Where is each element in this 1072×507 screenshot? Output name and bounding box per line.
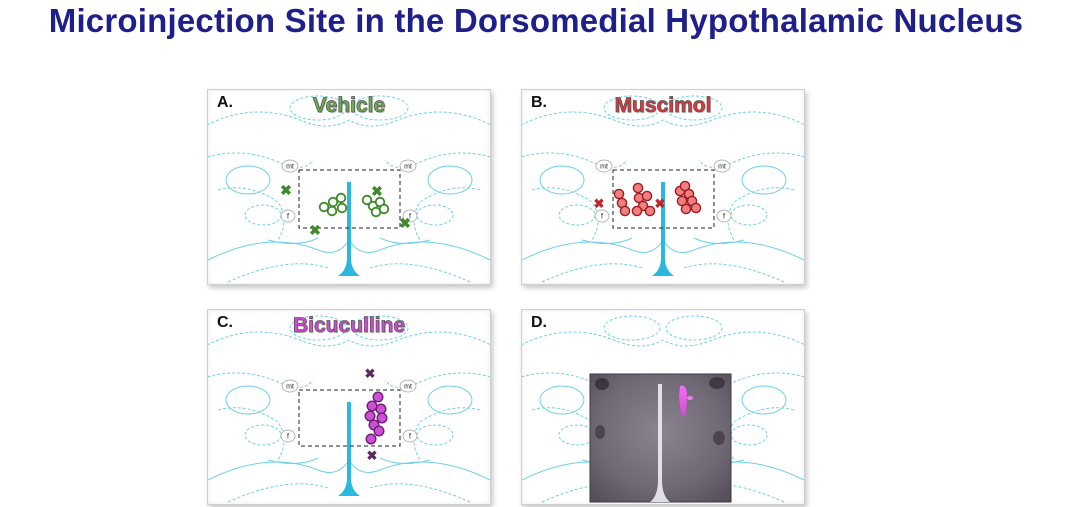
injection-site-hit: [370, 206, 382, 218]
injection-site-hit: [326, 205, 338, 217]
figure-title: Microinjection Site in the Dorsomedial H…: [48, 2, 1024, 39]
region-label-f: f: [287, 434, 289, 441]
panel-letter: D.: [531, 314, 547, 331]
brain-atlas-outline: mt mt f f: [208, 95, 490, 283]
injection-site-miss: ✖: [309, 222, 321, 238]
panel-muscimol: mt mt f f ✖ ✖ B. Muscimol: [521, 89, 805, 285]
injection-site-miss: ✖: [365, 366, 376, 381]
injection-site-hit: [336, 202, 348, 214]
svg-text:✖: ✖: [371, 183, 383, 199]
dmh-boundary-box: [298, 169, 401, 229]
injection-site-hit: [365, 433, 377, 445]
panel-bicuculline: mt mt f f ✖ ✖ C. Bicuculline: [207, 309, 491, 505]
injection-site-hit: [619, 205, 631, 217]
region-label-mt: mt: [404, 384, 412, 391]
injection-site-hit: [690, 202, 702, 214]
region-label-f: f: [409, 214, 411, 221]
injection-site-miss: ✖: [280, 182, 292, 198]
svg-text:✖: ✖: [399, 215, 411, 231]
panel-letter: C.: [217, 314, 233, 331]
svg-text:✖: ✖: [594, 196, 605, 211]
injection-site-hit: [632, 182, 644, 194]
injection-site-hit: [641, 190, 653, 202]
svg-text:✖: ✖: [367, 448, 378, 463]
brain-atlas-outline: mt mt f f: [522, 95, 804, 283]
injection-site-hit: [318, 201, 330, 213]
injection-markers: ✖ ✖ ✖ ✖: [280, 169, 411, 238]
injection-site-hit: [376, 412, 388, 424]
injection-site-hit: [361, 194, 373, 206]
injection-site-hit: [613, 188, 625, 200]
panel-letter: B.: [531, 94, 547, 111]
third-ventricle: [652, 182, 674, 276]
injection-site-miss: ✖: [594, 196, 605, 211]
histology-section-image: [589, 373, 732, 503]
panel-letter: A.: [217, 94, 233, 111]
injection-site-hit: [366, 400, 378, 412]
region-label-mt: mt: [718, 164, 726, 171]
injection-site-hit: [335, 192, 347, 204]
svg-text:✖: ✖: [365, 366, 376, 381]
panel-vehicle: mt mt f f ✖ ✖ ✖ ✖ A. Vehicle: [207, 89, 491, 285]
brain-atlas-outline: mt mt f f: [208, 315, 490, 503]
third-ventricle: [338, 402, 360, 496]
injection-site-hit: [372, 391, 384, 403]
panel-label: Bicuculline: [292, 314, 406, 338]
injection-site-miss: ✖: [399, 215, 411, 231]
region-label-f: f: [409, 434, 411, 441]
injection-markers: ✖ ✖: [298, 366, 401, 463]
region-label-mt: mt: [404, 164, 412, 171]
injection-site-hit: [375, 403, 387, 415]
injection-site-hit: [680, 203, 692, 215]
injection-site-miss: ✖: [367, 448, 378, 463]
region-label-f: f: [287, 214, 289, 221]
dmh-boundary-box: [298, 389, 401, 447]
panel-label: Muscimol: [614, 94, 712, 118]
injection-site-hit: [631, 205, 643, 217]
svg-text:✖: ✖: [280, 182, 292, 198]
region-label-mt: mt: [286, 384, 294, 391]
injection-site-miss: ✖: [655, 196, 666, 211]
region-label-mt: mt: [600, 164, 608, 171]
svg-text:✖: ✖: [655, 196, 666, 211]
third-ventricle: [338, 182, 360, 276]
region-label-f: f: [601, 214, 603, 221]
injection-site-miss: ✖: [371, 183, 383, 199]
injection-site-hit: [364, 410, 376, 422]
panel-label: Vehicle: [312, 94, 386, 118]
injection-site-hit: [644, 205, 656, 217]
injection-site-hit: [373, 425, 385, 437]
dmh-boundary-box: [612, 169, 715, 229]
injection-markers: ✖ ✖: [594, 169, 715, 229]
region-label-f: f: [723, 214, 725, 221]
region-label-mt: mt: [286, 164, 294, 171]
svg-text:✖: ✖: [309, 222, 321, 238]
